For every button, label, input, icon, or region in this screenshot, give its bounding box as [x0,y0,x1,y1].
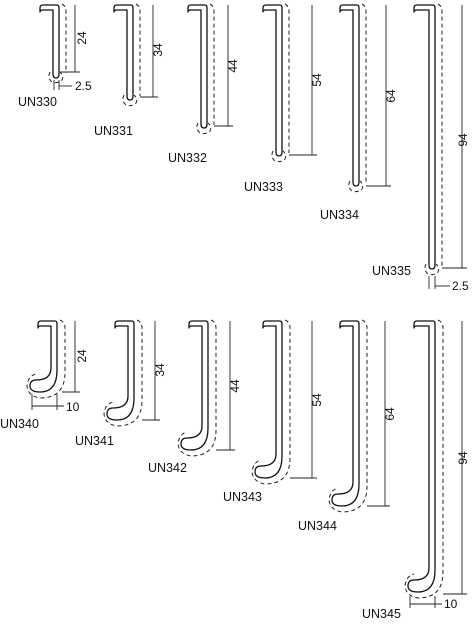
dim-hook-width-small: 10 [66,400,80,414]
label-un332: UN332 [168,151,207,165]
dim-length-un345: 94 [456,451,470,465]
label-un342: UN342 [148,461,187,475]
dim-length-un332: 44 [226,59,240,73]
label-un335: UN335 [372,264,411,278]
dim-hook-width-large: 10 [444,597,458,611]
part-un340 [26,319,80,410]
label-un331: UN331 [94,124,133,138]
part-un342 [177,319,235,457]
part-un332 [187,3,233,135]
label-un343: UN343 [223,490,262,504]
dim-length-un343: 54 [310,393,324,407]
label-un334: UN334 [320,208,359,222]
part-un331 [113,3,158,107]
label-un345: UN345 [362,607,401,621]
part-un335 [413,3,467,289]
part-un344 [328,319,390,513]
dim-thickness-large: 2.5 [452,279,469,293]
dim-length-un341: 34 [153,363,167,377]
part-un330 [39,3,80,90]
dim-length-un331: 34 [151,43,165,57]
part-un343 [251,319,317,485]
dim-length-un333: 54 [310,73,324,87]
label-un340: UN340 [0,417,39,431]
label-un330: UN330 [18,95,57,109]
part-un334 [339,3,391,193]
dim-length-un342: 44 [228,379,242,393]
dim-thickness-small: 2.5 [75,79,92,93]
dim-length-un340: 24 [75,349,89,363]
label-un344: UN344 [298,519,337,533]
dim-length-un335: 94 [456,133,470,147]
part-un333 [262,3,317,163]
label-un341: UN341 [75,434,114,448]
dim-length-un330: 24 [75,31,89,45]
part-un341 [103,319,160,427]
label-un333: UN333 [244,180,283,194]
part-un345 [404,319,467,608]
dim-length-un334: 64 [384,89,398,103]
dim-length-un344: 64 [383,407,397,421]
